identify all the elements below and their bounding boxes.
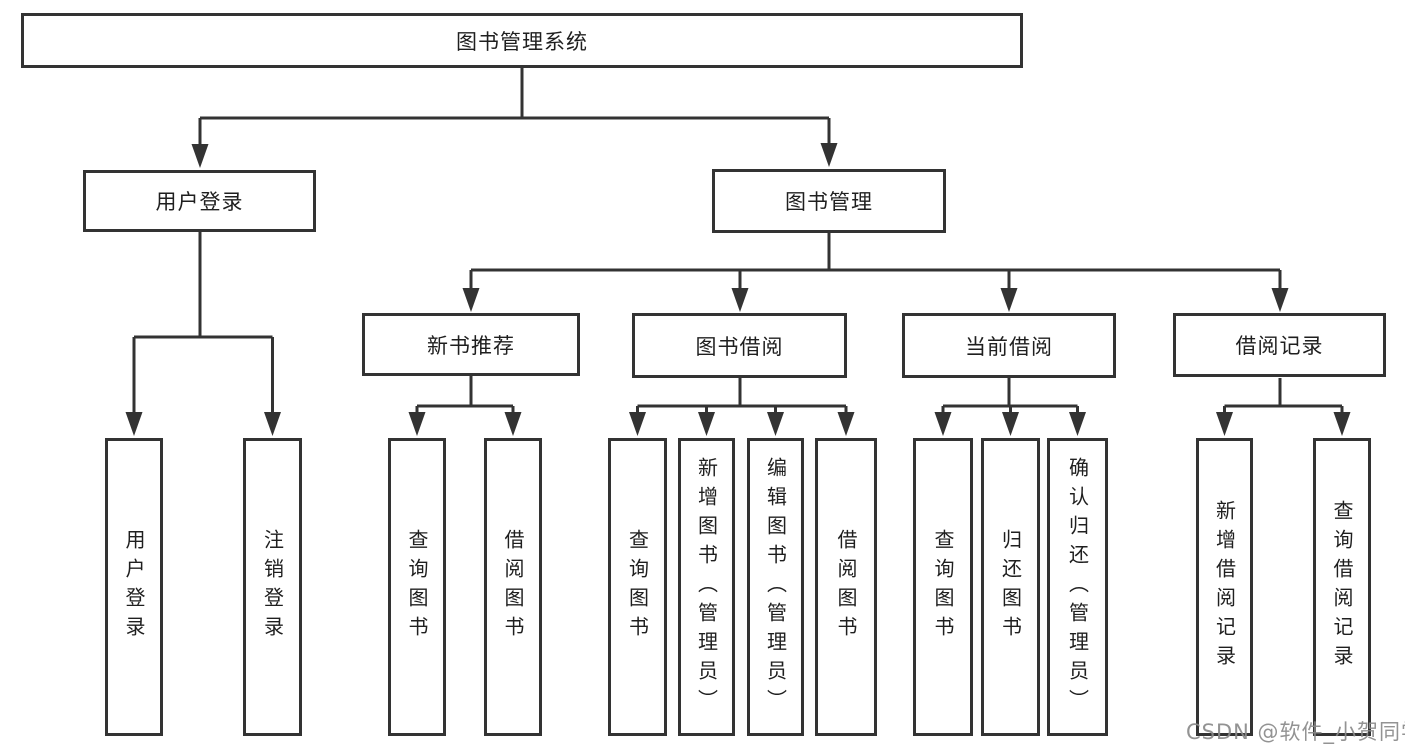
leaf-query-borrow-record-label: 查询借阅记录 xyxy=(1330,500,1354,674)
leaf-logout-label: 注销登录 xyxy=(260,529,285,645)
leaf-query-books-current: 查询图书 xyxy=(913,438,973,736)
leaf-user-login-label: 用户登录 xyxy=(122,529,146,645)
leaf-edit-books-admin-label: 编辑图书（管理员） xyxy=(763,456,788,718)
node-user-login: 用户登录 xyxy=(83,170,316,232)
leaf-borrow-books-recommend: 借阅图书 xyxy=(484,438,542,736)
connector-borrow-record-to-leaves xyxy=(1216,378,1351,436)
node-borrow-record: 借阅记录 xyxy=(1173,313,1386,377)
node-root-system-label: 图书管理系统 xyxy=(456,29,588,54)
leaf-confirm-return-admin: 确认归还（管理员） xyxy=(1047,438,1108,736)
connector-book-mgmt-to-level3 xyxy=(462,233,1289,312)
leaf-add-books-admin-label: 新增图书（管理员） xyxy=(694,456,719,718)
connector-book-borrow-to-leaves xyxy=(629,378,855,436)
connector-root-to-level2 xyxy=(191,68,838,168)
leaf-borrow-books-label: 借阅图书 xyxy=(834,529,858,645)
leaf-query-books-current-label: 查询图书 xyxy=(931,529,955,645)
connector-user-login-to-leaves xyxy=(125,232,281,436)
node-borrow-record-label: 借阅记录 xyxy=(1235,334,1324,358)
leaf-query-borrow-record: 查询借阅记录 xyxy=(1313,438,1371,736)
leaf-query-books-recommend-label: 查询图书 xyxy=(405,529,429,645)
leaf-return-books-label: 归还图书 xyxy=(998,529,1023,645)
node-book-borrow: 图书借阅 xyxy=(632,313,847,378)
node-book-management-label: 图书管理 xyxy=(785,190,873,214)
leaf-logout: 注销登录 xyxy=(243,438,302,736)
node-user-login-label: 用户登录 xyxy=(155,190,244,214)
connector-new-books-to-leaves xyxy=(408,376,522,436)
leaf-add-borrow-record-label: 新增借阅记录 xyxy=(1212,500,1237,674)
node-book-management: 图书管理 xyxy=(712,169,946,233)
csdn-watermark: CSDN @软件_小贺同学 xyxy=(1186,720,1405,744)
node-new-book-recommend: 新书推荐 xyxy=(362,313,580,376)
leaf-query-books-borrow: 查询图书 xyxy=(608,438,667,736)
node-current-borrow-label: 当前借阅 xyxy=(965,334,1053,359)
leaf-confirm-return-admin-label: 确认归还（管理员） xyxy=(1065,456,1090,718)
leaf-query-books-recommend: 查询图书 xyxy=(388,438,446,736)
leaf-user-login: 用户登录 xyxy=(105,438,163,736)
leaf-edit-books-admin: 编辑图书（管理员） xyxy=(747,438,804,736)
node-new-book-recommend-label: 新书推荐 xyxy=(427,333,515,358)
leaf-query-books-borrow-label: 查询图书 xyxy=(625,529,650,645)
node-current-borrow: 当前借阅 xyxy=(902,313,1116,378)
leaf-return-books: 归还图书 xyxy=(981,438,1040,736)
leaf-borrow-books-recommend-label: 借阅图书 xyxy=(501,529,525,645)
node-book-borrow-label: 图书借阅 xyxy=(695,334,784,359)
node-root-system: 图书管理系统 xyxy=(21,13,1023,68)
leaf-add-books-admin: 新增图书（管理员） xyxy=(678,438,735,736)
connector-current-borrow-to-leaves xyxy=(934,378,1086,436)
leaf-add-borrow-record: 新增借阅记录 xyxy=(1196,438,1253,736)
leaf-borrow-books: 借阅图书 xyxy=(815,438,877,736)
